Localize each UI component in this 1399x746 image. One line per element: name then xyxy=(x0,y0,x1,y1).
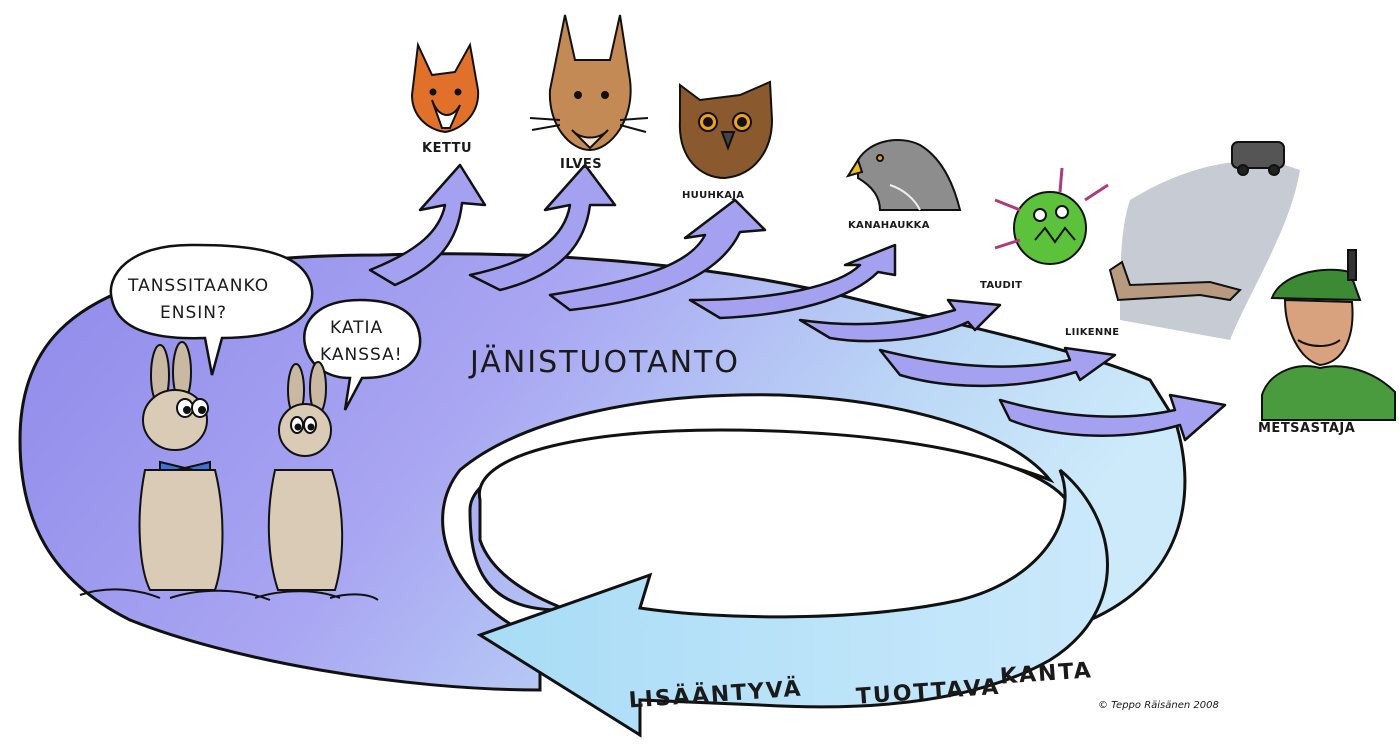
hunter-icon xyxy=(1261,249,1396,421)
label-goshawk: KANAHAUKKA xyxy=(848,220,930,231)
bubble-2-line2: KANSSA! xyxy=(320,345,403,365)
predation-arrows xyxy=(368,163,1227,442)
roadkill-car-icon xyxy=(1108,141,1300,340)
arrow-to-disease xyxy=(798,298,1002,343)
arrow-to-goshawk xyxy=(688,243,897,320)
central-label: JÄNISTUOTANTO xyxy=(468,344,740,380)
cycle-arrow xyxy=(476,468,1109,738)
arrow-to-lynx xyxy=(468,163,617,292)
hare-female-icon xyxy=(254,361,379,601)
bubble-2-line1: KATIA xyxy=(330,318,383,338)
arrow-to-fox xyxy=(368,163,487,287)
hare-male-icon xyxy=(79,341,271,601)
bubble-1-line2: ENSIN? xyxy=(160,303,227,323)
label-hunter: METSÄSTÄJÄ xyxy=(1258,420,1355,436)
arrow-to-owl xyxy=(548,198,767,312)
virus-icon xyxy=(994,167,1109,265)
eagle-owl-icon xyxy=(678,80,774,180)
goshawk-icon xyxy=(845,139,962,211)
label-disease: TAUDIT xyxy=(980,280,1022,291)
label-lynx: ILVES xyxy=(560,157,602,172)
lynx-icon xyxy=(529,14,649,152)
speech-bubble-2: KATIA KANSSA! xyxy=(303,298,422,411)
artist-signature: © Teppo Räisänen 2008 xyxy=(1098,700,1219,711)
arrow-to-hunter xyxy=(998,393,1227,442)
fox-icon xyxy=(410,41,480,134)
label-fox: KETTU xyxy=(422,141,472,156)
bubble-1-line1: TANSSITAANKO xyxy=(127,276,269,296)
label-traffic: LIIKENNE xyxy=(1065,327,1119,338)
label-owl: HUUHKAJA xyxy=(682,190,744,201)
speech-bubble-1: TANSSITAANKO ENSIN? xyxy=(109,243,314,376)
cycle-label-part3: KANTA xyxy=(999,658,1093,689)
arrow-to-traffic xyxy=(878,346,1117,388)
